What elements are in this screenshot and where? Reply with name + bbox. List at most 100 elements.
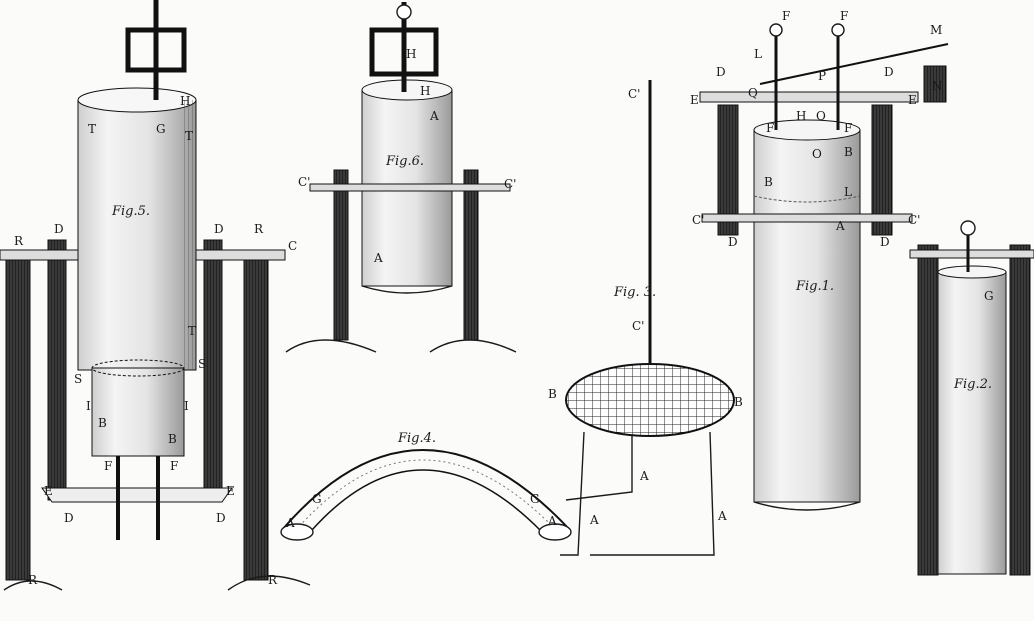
fig5-foot-right bbox=[227, 575, 311, 591]
fig4-arch-outer bbox=[281, 449, 571, 531]
fig6-stand-left bbox=[333, 169, 349, 341]
fig1-label-D3: D bbox=[728, 235, 738, 249]
fig3-caption: Fig. 3. bbox=[613, 285, 656, 300]
fig1-label-P: P bbox=[818, 69, 826, 83]
fig1-handle-left bbox=[769, 23, 783, 37]
fig5-label-E2: E bbox=[226, 484, 235, 498]
fig1-label-F2: F bbox=[840, 9, 848, 23]
fig1-frame-left bbox=[717, 104, 739, 236]
fig5-cylinder-top bbox=[77, 87, 197, 113]
fig1-cylinder bbox=[753, 129, 861, 503]
fig2-cylinder-top bbox=[937, 265, 1007, 279]
fig6-crossbar bbox=[309, 183, 511, 192]
fig5-label-B2: B bbox=[168, 432, 177, 446]
fig5-label-B1: B bbox=[98, 416, 107, 430]
fig1-label-B1: B bbox=[844, 145, 853, 159]
fig6-caption: Fig.6. bbox=[385, 154, 424, 169]
fig6-label-C1: C' bbox=[298, 175, 310, 189]
fig1-lever-arm bbox=[759, 43, 949, 85]
fig1-weight bbox=[923, 65, 947, 103]
fig3-conductor-1 bbox=[565, 436, 633, 501]
fig6-foot-left bbox=[285, 339, 377, 353]
fig2-caption: Fig.2. bbox=[953, 377, 992, 392]
fig1-label-C1: C' bbox=[692, 213, 704, 227]
fig3-conductor-3 bbox=[590, 431, 715, 556]
fig6-cylinder-bottom bbox=[361, 285, 453, 294]
fig5-label-R4: R bbox=[268, 573, 278, 587]
fig5-label-E1: E bbox=[44, 484, 53, 498]
fig5-label-R2: R bbox=[254, 222, 264, 236]
fig1-label-L: L bbox=[754, 47, 762, 61]
fig2-handle bbox=[960, 220, 976, 236]
fig5-label-H: H bbox=[180, 94, 190, 108]
fig1-label-O1: O bbox=[816, 109, 826, 123]
fig5-label-D4: D bbox=[216, 511, 226, 525]
fig1-label-M: M bbox=[930, 23, 942, 37]
fig2-label-G: G bbox=[984, 289, 994, 303]
fig2-frame-right bbox=[1009, 244, 1031, 576]
fig5-label-D3: D bbox=[64, 511, 74, 525]
fig3-conductor-2 bbox=[560, 431, 585, 556]
fig5-inner-post-right bbox=[203, 239, 223, 501]
fig3-label-B1: B bbox=[548, 387, 557, 401]
fig3-grid-plate bbox=[565, 363, 735, 437]
fig4-caption: Fig.4. bbox=[397, 431, 436, 446]
fig1-label-F1: F bbox=[782, 9, 790, 23]
fig6-label-C2: C' bbox=[504, 177, 516, 191]
fig1-label-A: A bbox=[835, 219, 845, 233]
fig1-label-F4: F bbox=[844, 121, 852, 135]
fig4-label-G2: G bbox=[530, 492, 540, 506]
fig5-label-C: C bbox=[288, 239, 297, 253]
fig4-label-A1: A bbox=[285, 516, 295, 530]
fig1-label-D4: D bbox=[880, 235, 890, 249]
fig6-label-A1: A bbox=[429, 109, 439, 123]
fig3-label-C2: C' bbox=[632, 319, 644, 333]
fig2-top-bar bbox=[909, 249, 1034, 259]
fig5-label-F1: F bbox=[104, 459, 112, 473]
fig5-label-R3: R bbox=[28, 573, 38, 587]
fig5-post-right bbox=[243, 249, 269, 581]
fig5-label-D2: D bbox=[214, 222, 224, 236]
fig5-label-T1: T bbox=[88, 122, 96, 136]
fig3-label-B2: B bbox=[734, 395, 743, 409]
fig5-foot-left bbox=[3, 580, 63, 591]
fig5-lower-rim bbox=[91, 359, 185, 377]
fig6-label-H2: H bbox=[406, 47, 416, 61]
fig4-arch-inner bbox=[311, 469, 541, 531]
fig6-winch-handle bbox=[396, 4, 412, 20]
fig3-label-A1: A bbox=[639, 469, 649, 483]
fig5-label-F2: F bbox=[170, 459, 178, 473]
fig1-top-bar bbox=[699, 91, 919, 103]
fig5-lower-cylinder bbox=[91, 367, 185, 457]
fig6-label-A2: A bbox=[373, 251, 383, 265]
fig5-label-S2: S bbox=[198, 357, 206, 371]
fig1-label-E2: E bbox=[908, 93, 917, 107]
fig5-label-I1: I bbox=[86, 399, 91, 413]
figure-2: Fig.2. G bbox=[909, 220, 1034, 576]
fig4-label-A2: A bbox=[547, 514, 557, 528]
figure-1: Fig.1. F F F F M N L P Q H O O B B L A D… bbox=[690, 9, 949, 511]
fig5-label-I2: I bbox=[184, 399, 189, 413]
fig1-cylinder-top bbox=[753, 119, 861, 141]
fig5-label-R1: R bbox=[14, 234, 24, 248]
fig1-cylinder-band bbox=[753, 195, 861, 203]
fig5-base-plate bbox=[41, 487, 233, 503]
fig1-label-N: N bbox=[932, 79, 943, 93]
fig5-label-T3: T bbox=[188, 324, 196, 338]
fig1-label-E1: E bbox=[690, 93, 699, 107]
fig1-frame-right bbox=[871, 104, 893, 236]
fig6-foot-right bbox=[429, 339, 517, 353]
fig4-end-right bbox=[538, 523, 572, 541]
fig5-label-D1: D bbox=[54, 222, 64, 236]
fig5-inner-post-left bbox=[47, 239, 67, 501]
fig5-post-left bbox=[5, 249, 31, 581]
fig3-label-A3: A bbox=[717, 509, 727, 523]
fig5-label-S1: S bbox=[74, 372, 82, 386]
fig6-label-H1: H bbox=[420, 84, 430, 98]
fig4-end-left bbox=[280, 523, 314, 541]
fig4-arch-dotted bbox=[295, 459, 557, 531]
fig6-cylinder-top bbox=[361, 79, 453, 101]
fig1-caption: Fig.1. bbox=[795, 279, 834, 294]
